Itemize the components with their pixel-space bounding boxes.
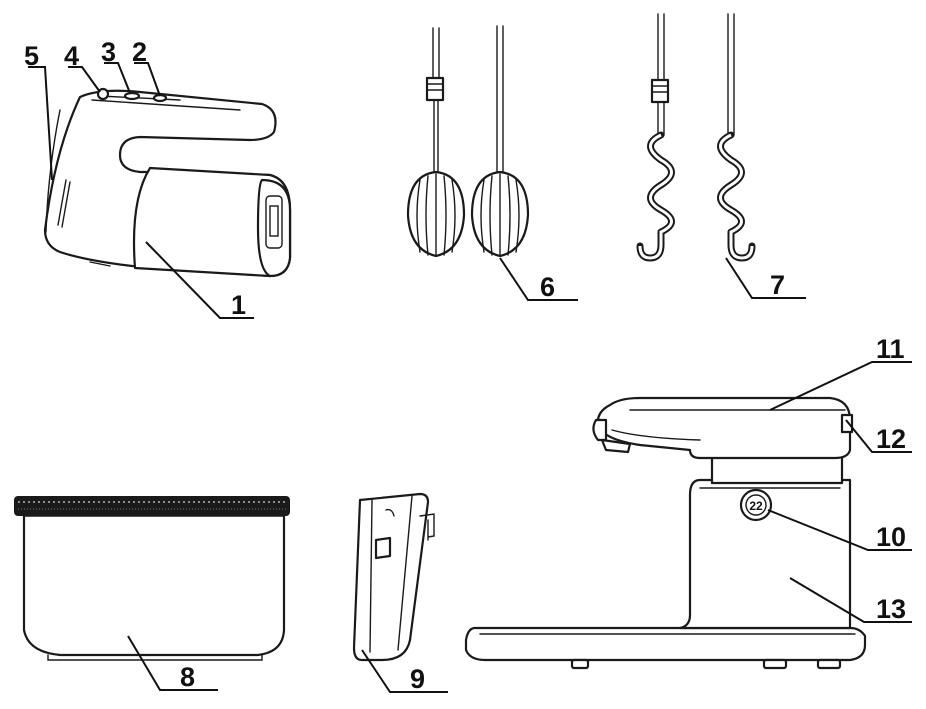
dough-hook-icon	[636, 13, 756, 262]
hand-mixer-icon	[43, 87, 292, 278]
mixing-bowl-icon	[14, 496, 290, 661]
callout-7: 7	[770, 270, 785, 300]
leader-line-8	[127, 635, 218, 691]
leader-line-9	[361, 649, 448, 693]
beater-icon	[406, 25, 530, 258]
leader-line-7	[725, 257, 806, 299]
callout-1: 1	[231, 290, 246, 320]
speed-dial-marking: 22	[749, 499, 763, 513]
callout-3: 3	[101, 37, 116, 67]
callout-11: 11	[876, 334, 905, 364]
callout-10: 10	[876, 522, 906, 552]
stand-base-icon	[464, 396, 867, 670]
callout-12: 12	[876, 424, 906, 454]
callout-4: 4	[64, 41, 79, 71]
leader-lines-hand-mixer	[28, 62, 254, 319]
callout-2: 2	[132, 37, 147, 67]
callout-9: 9	[410, 664, 425, 694]
callout-8: 8	[180, 662, 195, 692]
callout-6: 6	[540, 272, 555, 302]
callout-5: 5	[24, 41, 39, 71]
callout-13: 13	[876, 594, 906, 624]
bowl-clip-icon	[352, 492, 435, 662]
leader-line-6	[499, 257, 578, 301]
leader-lines-stand	[767, 361, 912, 623]
